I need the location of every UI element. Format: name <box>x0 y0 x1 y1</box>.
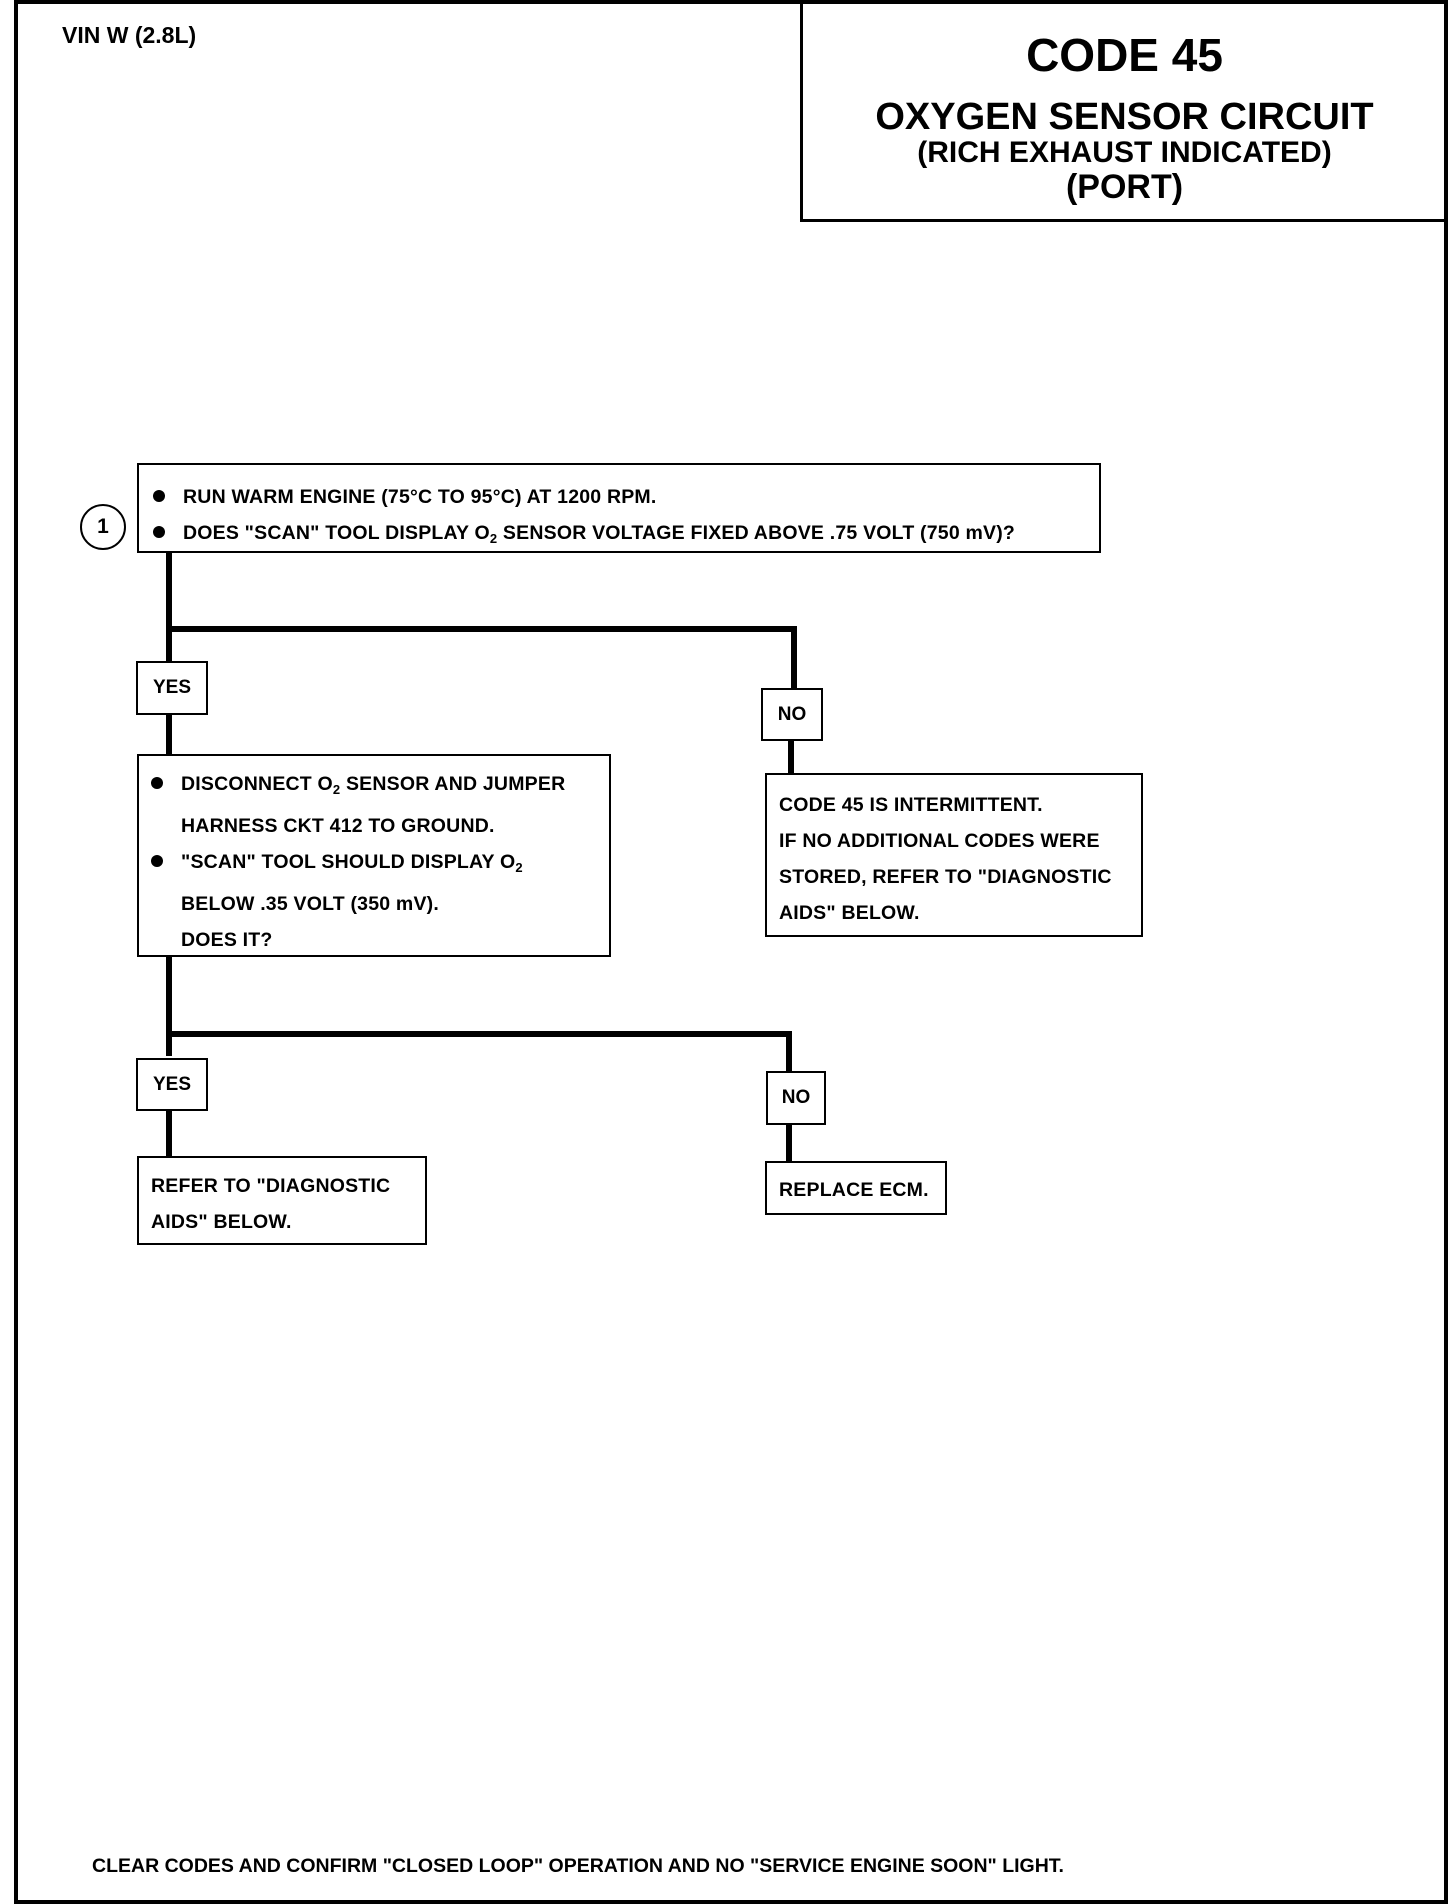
step2-bullet-2: "SCAN" TOOL SHOULD DISPLAY O2 <box>151 844 609 886</box>
connector-line <box>791 626 797 690</box>
connector-line <box>786 1124 792 1162</box>
bullet-icon <box>153 525 165 538</box>
title-line-1: OXYGEN SENSOR CIRCUIT <box>875 96 1374 138</box>
yes-label: YES <box>136 661 208 715</box>
connector-line <box>166 552 172 626</box>
intermittent-line: AIDS" BELOW. <box>779 902 920 924</box>
step1-box: RUN WARM ENGINE (75°C TO 95°C) AT 1200 R… <box>137 463 1101 553</box>
code-title: CODE 45 <box>1026 29 1223 81</box>
title-line-2: (RICH EXHAUST INDICATED) <box>917 136 1332 169</box>
step1-bullet-1: RUN WARM ENGINE (75°C TO 95°C) AT 1200 R… <box>153 479 1099 515</box>
intermittent-line: STORED, REFER TO "DIAGNOSTIC <box>779 866 1112 888</box>
connector-line <box>166 957 172 1056</box>
intermittent-box: CODE 45 IS INTERMITTENT. IF NO ADDITIONA… <box>765 773 1143 937</box>
refer-line: AIDS" BELOW. <box>151 1211 292 1233</box>
refer-box: REFER TO "DIAGNOSTIC AIDS" BELOW. <box>137 1156 427 1245</box>
footer-note: CLEAR CODES AND CONFIRM "CLOSED LOOP" OP… <box>92 1855 1064 1877</box>
bullet-icon <box>153 489 165 502</box>
connector-line <box>788 740 794 774</box>
title-box: CODE 45 OXYGEN SENSOR CIRCUIT (RICH EXHA… <box>800 4 1446 222</box>
step2-bullet-1: DISCONNECT O2 SENSOR AND JUMPER <box>151 766 609 808</box>
step2-box: DISCONNECT O2 SENSOR AND JUMPER HARNESS … <box>137 754 611 957</box>
no-label: NO <box>761 688 823 741</box>
vin-label: VIN W (2.8L) <box>62 22 197 48</box>
bullet-icon <box>151 776 163 789</box>
connector-line <box>166 1109 172 1157</box>
refer-line: REFER TO "DIAGNOSTIC <box>151 1175 391 1197</box>
title-line-3: (PORT) <box>1065 168 1184 206</box>
replace-ecm-box: REPLACE ECM. <box>765 1161 947 1215</box>
step-number-marker: 1 <box>80 504 126 550</box>
connector-line <box>166 626 797 632</box>
replace-ecm-text: REPLACE ECM. <box>779 1179 929 1201</box>
step2-line: BELOW .35 VOLT (350 mV). <box>181 893 439 915</box>
connector-line <box>786 1031 792 1072</box>
step1-bullet-2: DOES "SCAN" TOOL DISPLAY O2 SENSOR VOLTA… <box>153 515 1099 557</box>
yes-label: YES <box>136 1058 208 1111</box>
no-label: NO <box>766 1071 826 1125</box>
step2-line: DOES IT? <box>181 929 273 951</box>
connector-line <box>166 1031 792 1037</box>
step2-line: HARNESS CKT 412 TO GROUND. <box>181 815 495 837</box>
connector-line <box>166 714 172 754</box>
connector-line <box>166 626 172 661</box>
bullet-icon <box>151 854 163 867</box>
page-border <box>14 0 1448 1904</box>
intermittent-line: CODE 45 IS INTERMITTENT. <box>779 794 1043 816</box>
intermittent-line: IF NO ADDITIONAL CODES WERE <box>779 830 1100 852</box>
